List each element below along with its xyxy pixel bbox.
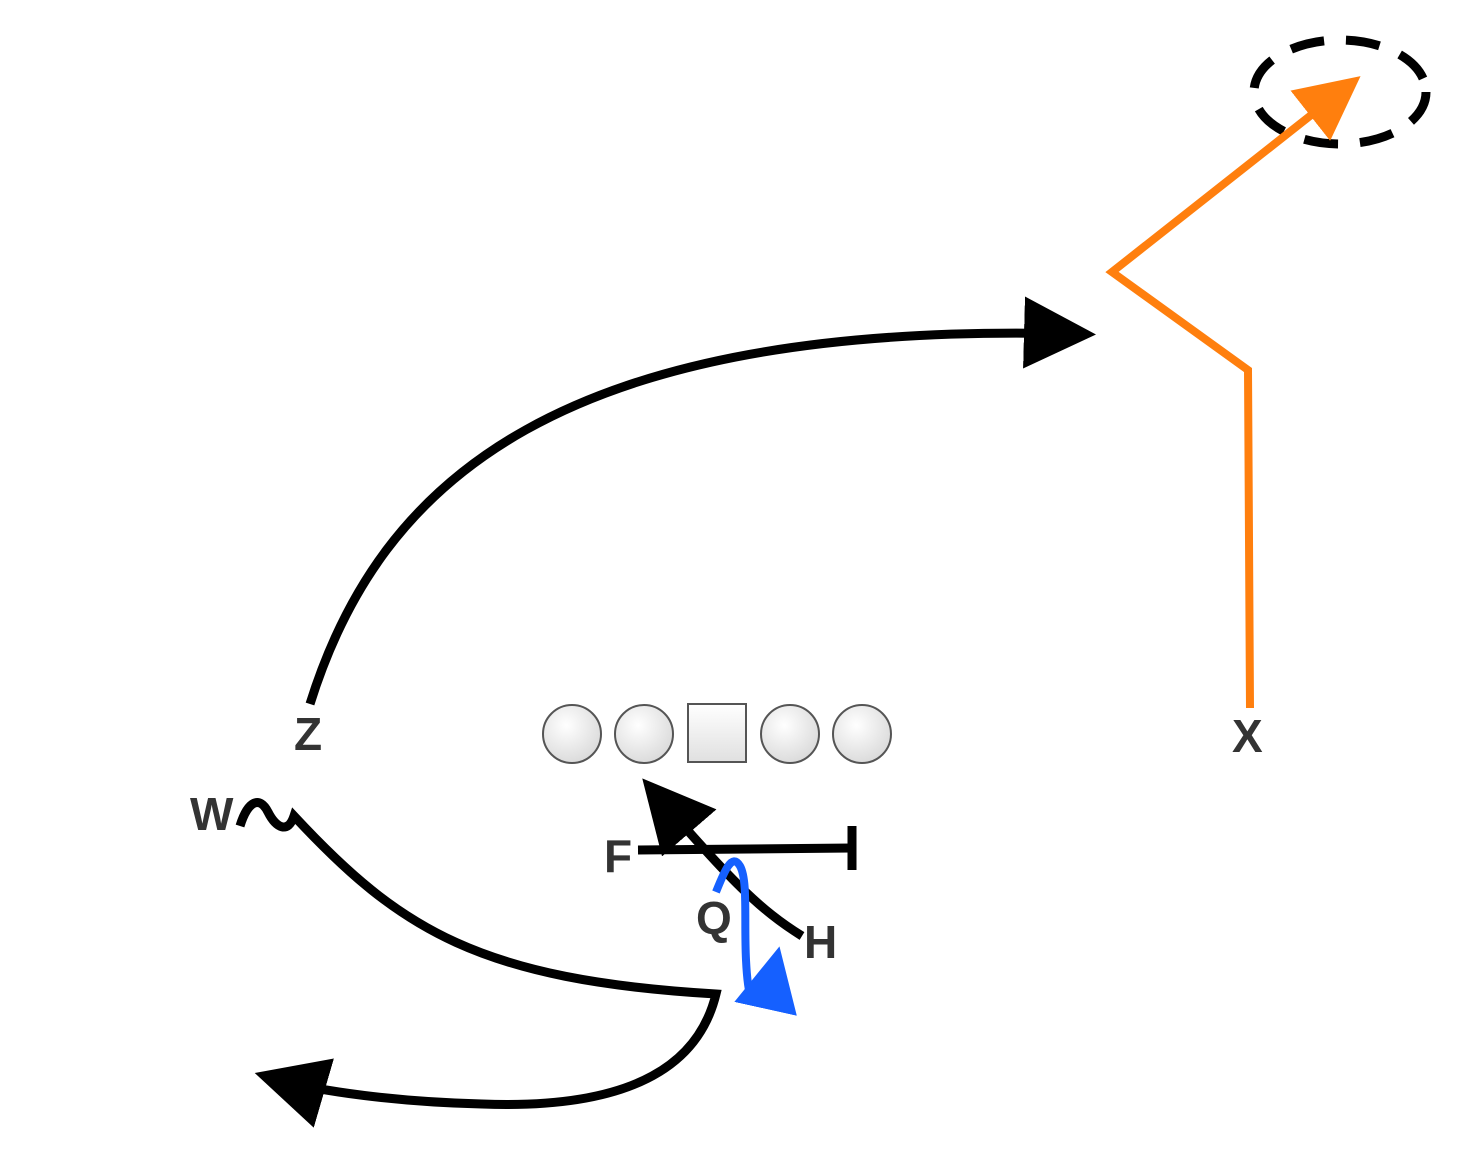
- route-w-wheel: [235, 798, 722, 1128]
- route-q-dropback: [712, 857, 797, 1016]
- lineman-guard-left: [614, 704, 674, 764]
- player-label-w: W: [190, 788, 234, 840]
- offensive-line: [542, 703, 892, 764]
- lineman-center: [687, 703, 747, 763]
- route-f-block: [637, 843, 853, 855]
- route-x-post-corner: [1105, 76, 1361, 709]
- target-zone-ellipse: [1249, 35, 1431, 149]
- player-label-f: F: [604, 830, 632, 882]
- player-label-x: X: [1232, 710, 1263, 762]
- lineman-guard-right: [760, 704, 820, 764]
- lineman-tackle-left: [542, 704, 602, 764]
- route-z-arc: [305, 296, 1096, 706]
- lineman-tackle-right: [832, 704, 892, 764]
- player-label-h: H: [804, 916, 837, 968]
- player-label-z: Z: [294, 708, 322, 760]
- player-label-q: Q: [696, 892, 732, 944]
